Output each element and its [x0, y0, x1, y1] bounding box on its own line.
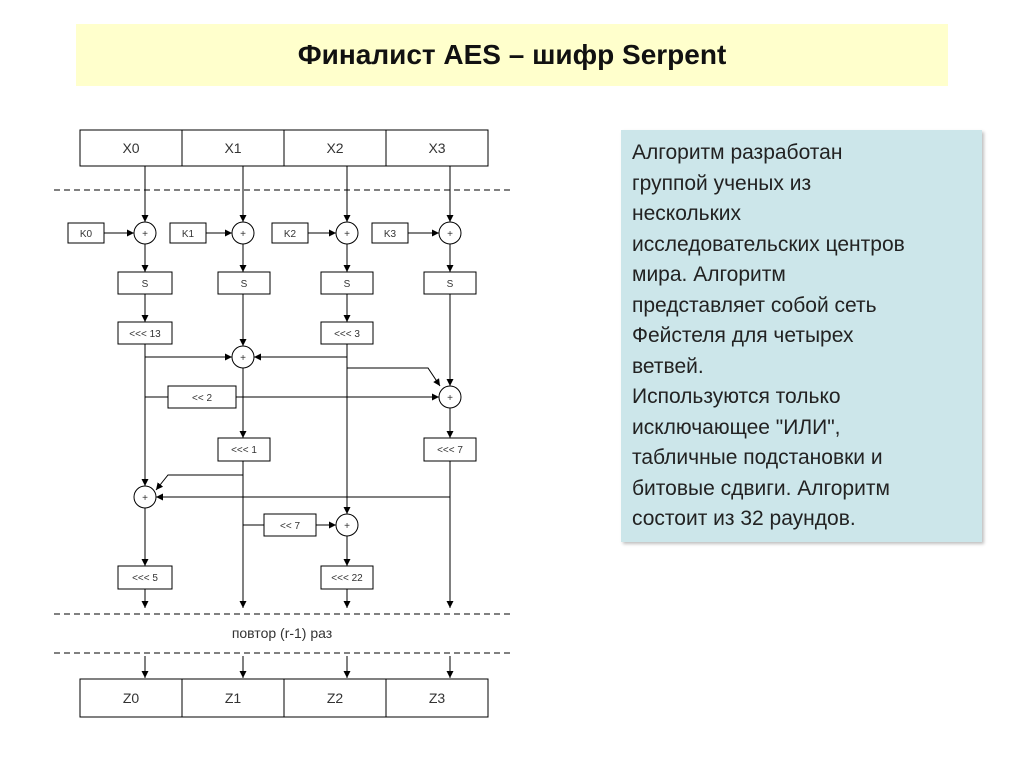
description-line: Используются только	[632, 385, 841, 408]
key-k2: K2	[284, 229, 297, 240]
mix-connections-lower	[155, 474, 450, 529]
description-line: табличные подстановки и	[632, 446, 883, 469]
rot7-label: <<< 7	[437, 445, 463, 456]
shl2-label: << 2	[192, 393, 212, 404]
slide-title: Финалист AES – шифр Serpent	[297, 39, 727, 70]
rotation-row-2: <<< 1 <<< 7	[217, 437, 477, 462]
xor-symbol: +	[240, 353, 246, 364]
description-line: битовые сдвиги. Алгоритм	[632, 476, 890, 500]
description-line: ветвей.	[632, 354, 704, 378]
input-x1: X1	[224, 140, 241, 156]
repeat-label: повтор (r-1) раз	[232, 625, 332, 641]
xor-symbol: +	[142, 493, 148, 504]
description-line: группой ученых из	[632, 171, 812, 195]
key-k0: K0	[80, 229, 93, 240]
output-z1: Z1	[225, 690, 242, 706]
rotation-row-1: <<< 13 <<< 3	[117, 321, 374, 345]
rot3-label: <<< 3	[334, 329, 360, 340]
rot13-label: <<< 13	[129, 329, 161, 340]
sbox-label: S	[241, 279, 248, 290]
shl7-label: << 7	[280, 521, 300, 532]
description-line: исследовательских центров	[632, 232, 905, 256]
description-line: исключающее "ИЛИ",	[632, 415, 841, 439]
key-row: K0 K1 K2 K3	[67, 222, 439, 244]
output-z0: Z0	[123, 690, 140, 706]
description-line: Фейстеля для четырех	[632, 324, 854, 347]
title-bar: Финалист AES – шифр Serpent	[76, 24, 948, 86]
sbox-row: S S S S	[117, 271, 477, 295]
xor-symbol: +	[344, 229, 350, 240]
sbox-label: S	[344, 279, 351, 290]
description-line: нескольких	[632, 202, 742, 225]
input-x0: X0	[122, 140, 139, 156]
shl2-box	[167, 385, 237, 409]
output-row: Z0 Z1 Z2 Z3	[79, 678, 489, 718]
dashed-separators	[54, 189, 514, 654]
description-line: Алгоритм разработан	[632, 141, 843, 164]
rot5-label: <<< 5	[132, 573, 158, 584]
xor-symbol: +	[142, 229, 148, 240]
output-z3: Z3	[429, 690, 446, 706]
key-k3: K3	[384, 229, 397, 240]
output-z2: Z2	[327, 690, 344, 706]
input-x2: X2	[326, 140, 343, 156]
description-line: состоит из 32 раундов.	[632, 507, 856, 530]
description-line: мира. Алгоритм	[632, 263, 786, 286]
sbox-label: S	[142, 279, 149, 290]
xor-symbol: +	[447, 229, 453, 240]
description-line: представляет собой сеть	[632, 293, 877, 317]
rotation-row-3: <<< 5 <<< 22	[117, 565, 374, 590]
xor-mix-1	[231, 345, 255, 369]
key-k1: K1	[182, 229, 195, 240]
sbox-label: S	[447, 279, 454, 290]
xor-mix-2	[438, 385, 462, 409]
xor-mix-3	[133, 485, 157, 509]
description-box: Алгоритм разработан группой ученых из не…	[621, 130, 982, 542]
xor-row-1: + + + +	[133, 221, 462, 245]
mix-connections-upper	[145, 353, 441, 401]
rot22-label: <<< 22	[331, 573, 363, 584]
xor-symbol: +	[447, 393, 453, 404]
input-x3: X3	[428, 140, 445, 156]
rot1-label: <<< 1	[231, 445, 257, 456]
xor-mix-4	[335, 513, 359, 537]
shl7-box	[263, 513, 317, 537]
input-row: X0 X1 X2 X3	[79, 129, 489, 167]
xor-symbol: +	[240, 229, 246, 240]
branch-lines	[141, 166, 454, 678]
xor-symbol: +	[344, 521, 350, 532]
